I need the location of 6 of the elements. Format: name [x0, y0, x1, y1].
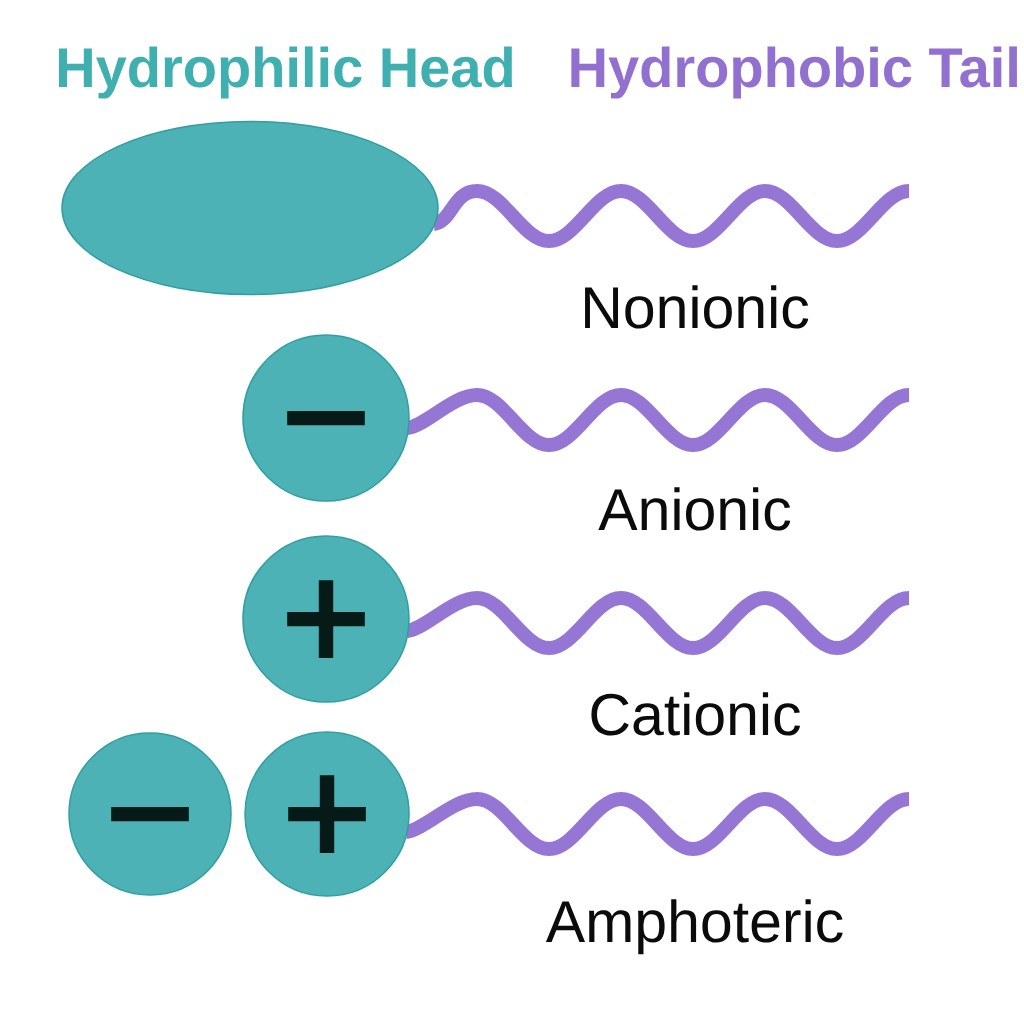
type-label: Amphoteric — [545, 899, 843, 955]
type-label: Nonionic — [585, 285, 809, 329]
column-heading: Hydrophobic Tail — [571, 46, 1017, 99]
type-label: Cationic — [591, 692, 800, 736]
type-label: Anionic — [598, 487, 791, 531]
head-ellipse — [61, 120, 439, 296]
